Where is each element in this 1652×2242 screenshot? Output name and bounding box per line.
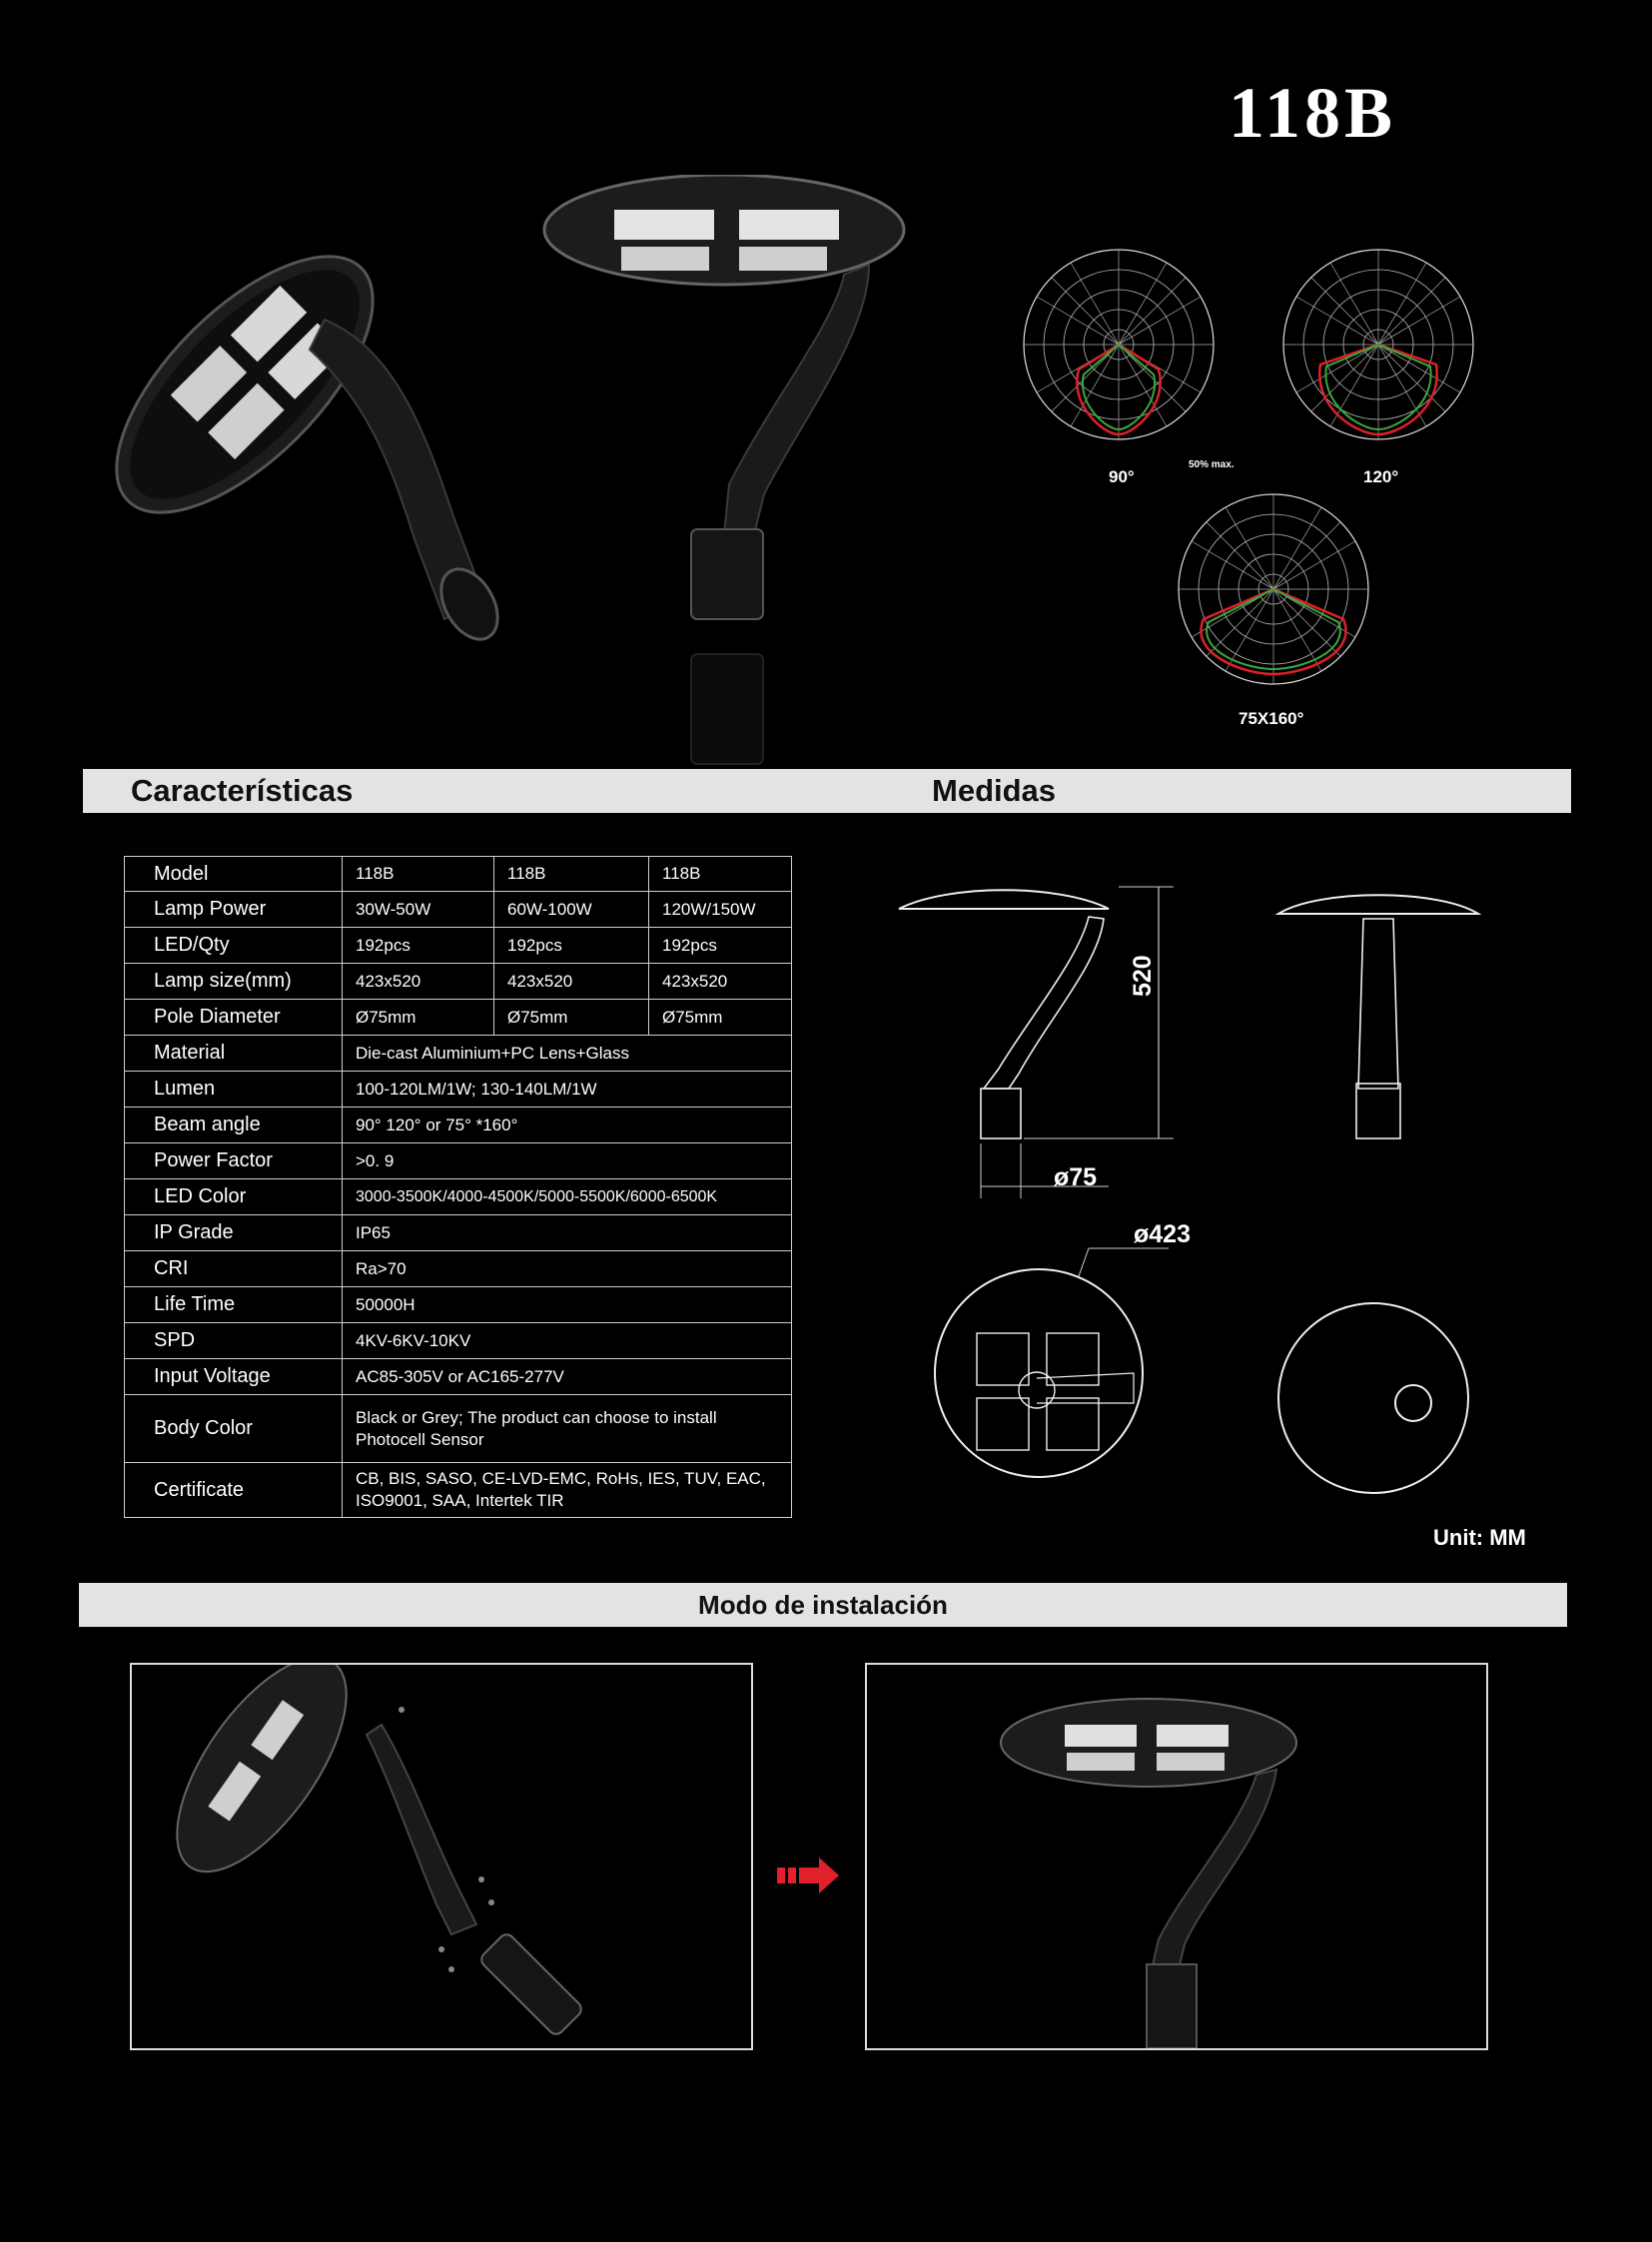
spec-value: 100-120LM/1W; 130-140LM/1W <box>342 1071 792 1108</box>
dimension-drawing-front <box>1274 894 1482 1139</box>
spec-key: Material <box>124 1035 343 1072</box>
table-row: IP Grade IP65 <box>124 1214 792 1251</box>
polar-chart-90 <box>1023 249 1215 440</box>
spec-value: Ra>70 <box>342 1250 792 1287</box>
table-row: Model 118B 118B 118B <box>124 856 792 892</box>
spec-value: Ø75mm <box>648 999 792 1036</box>
spec-value: 3000-3500K/4000-4500K/5000-5500K/6000-65… <box>342 1178 792 1215</box>
assembled-lamp-illustration <box>1000 1698 1297 2049</box>
spec-value: >0. 9 <box>342 1142 792 1179</box>
dim-height: 520 <box>1129 955 1157 997</box>
unit-label: Unit: MM <box>1433 1525 1526 1550</box>
table-row: Material Die-cast Aluminium+PC Lens+Glas… <box>124 1035 792 1072</box>
table-row: Certificate CB, BIS, SASO, CE-LVD-EMC, R… <box>124 1462 792 1518</box>
section-bar-installation: Modo de instalación <box>79 1583 1567 1627</box>
arrow-right-icon <box>777 1858 839 1893</box>
spec-key: Input Voltage <box>124 1358 343 1395</box>
spec-key: LED Color <box>124 1178 343 1215</box>
spec-value: 192pcs <box>342 927 494 964</box>
model-title: 118B <box>1229 73 1397 153</box>
spec-key: Lumen <box>124 1071 343 1108</box>
spec-value: 192pcs <box>493 927 649 964</box>
spec-value: 118B <box>648 856 792 892</box>
dimension-drawing-side <box>898 886 1174 1198</box>
section-title-installation: Modo de instalación <box>698 1590 948 1620</box>
spec-value: 30W-50W <box>342 891 494 928</box>
spec-key: Certificate <box>124 1462 343 1518</box>
installation-step-assembled <box>865 1663 1488 2050</box>
polar-chart-75x160 <box>1178 493 1369 685</box>
spec-value: 4KV-6KV-10KV <box>342 1322 792 1359</box>
spec-value: 118B <box>493 856 649 892</box>
spec-value: IP65 <box>342 1214 792 1251</box>
spec-value: 423x520 <box>493 963 649 1000</box>
spec-value: 90° 120° or 75° *160° <box>342 1107 792 1143</box>
spec-key: Life Time <box>124 1286 343 1323</box>
spec-value: 423x520 <box>648 963 792 1000</box>
spec-key: Body Color <box>124 1394 343 1463</box>
spec-value: Ø75mm <box>493 999 649 1036</box>
spec-key: Power Factor <box>124 1142 343 1179</box>
table-row: Beam angle 90° 120° or 75° *160° <box>124 1107 792 1143</box>
installation-step-exploded <box>130 1656 753 2050</box>
dim-diameter: ø423 <box>1134 1220 1191 1248</box>
dim-pole: ø75 <box>1054 1163 1098 1191</box>
table-row: SPD 4KV-6KV-10KV <box>124 1322 792 1359</box>
table-row: Pole Diameter Ø75mm Ø75mm Ø75mm <box>124 999 792 1036</box>
spec-key: LED/Qty <box>124 927 343 964</box>
exploded-lamp-illustration <box>176 1656 582 2035</box>
spec-value: AC85-305V or AC165-277V <box>342 1358 792 1395</box>
spec-key: Pole Diameter <box>124 999 343 1036</box>
spec-key: Model <box>124 856 343 892</box>
spec-value: 192pcs <box>648 927 792 964</box>
spec-key: IP Grade <box>124 1214 343 1251</box>
spec-key: CRI <box>124 1250 343 1287</box>
spec-value: Die-cast Aluminium+PC Lens+Glass <box>342 1035 792 1072</box>
section-bar-features-dimensions: Características Medidas <box>83 769 1571 813</box>
spec-table: Model 118B 118B 118B Lamp Power 30W-50W … <box>124 856 792 1518</box>
spec-value: 50000H <box>342 1286 792 1323</box>
polar-label-75x160: 75X160° <box>1239 709 1304 728</box>
table-row: Body Color Black or Grey; The product ca… <box>124 1394 792 1463</box>
table-row: Lamp Power 30W-50W 60W-100W 120W/150W <box>124 891 792 928</box>
dimension-drawing-top <box>1277 1302 1469 1494</box>
product-photo-angled <box>115 255 499 641</box>
table-row: Life Time 50000H <box>124 1286 792 1323</box>
spec-value: 60W-100W <box>493 891 649 928</box>
section-title-features: Características <box>131 773 354 808</box>
table-row: Lumen 100-120LM/1W; 130-140LM/1W <box>124 1071 792 1108</box>
dimension-drawing-bottom <box>934 1247 1169 1478</box>
section-title-dimensions: Medidas <box>932 773 1057 808</box>
table-row: LED Color 3000-3500K/4000-4500K/5000-550… <box>124 1178 792 1215</box>
spec-key: Lamp size(mm) <box>124 963 343 1000</box>
spec-value: 118B <box>342 856 494 892</box>
table-row: CRI Ra>70 <box>124 1250 792 1287</box>
polar-label-120: 120° <box>1363 467 1399 486</box>
product-photo-upright <box>542 175 906 765</box>
table-row: Power Factor >0. 9 <box>124 1142 792 1179</box>
spec-value: Black or Grey; The product can choose to… <box>342 1394 792 1463</box>
polar-chart-120 <box>1282 249 1474 440</box>
spec-key: Beam angle <box>124 1107 343 1143</box>
table-row: Lamp size(mm) 423x520 423x520 423x520 <box>124 963 792 1000</box>
polar-label-90: 90° <box>1109 467 1135 486</box>
table-row: Input Voltage AC85-305V or AC165-277V <box>124 1358 792 1395</box>
table-row: LED/Qty 192pcs 192pcs 192pcs <box>124 927 792 964</box>
spec-value: Ø75mm <box>342 999 494 1036</box>
spec-value: 423x520 <box>342 963 494 1000</box>
spec-key: SPD <box>124 1322 343 1359</box>
spec-key: Lamp Power <box>124 891 343 928</box>
polar-max-note: 50% max. <box>1189 459 1235 470</box>
spec-value: 120W/150W <box>648 891 792 928</box>
spec-value: CB, BIS, SASO, CE-LVD-EMC, RoHs, IES, TU… <box>342 1462 792 1518</box>
